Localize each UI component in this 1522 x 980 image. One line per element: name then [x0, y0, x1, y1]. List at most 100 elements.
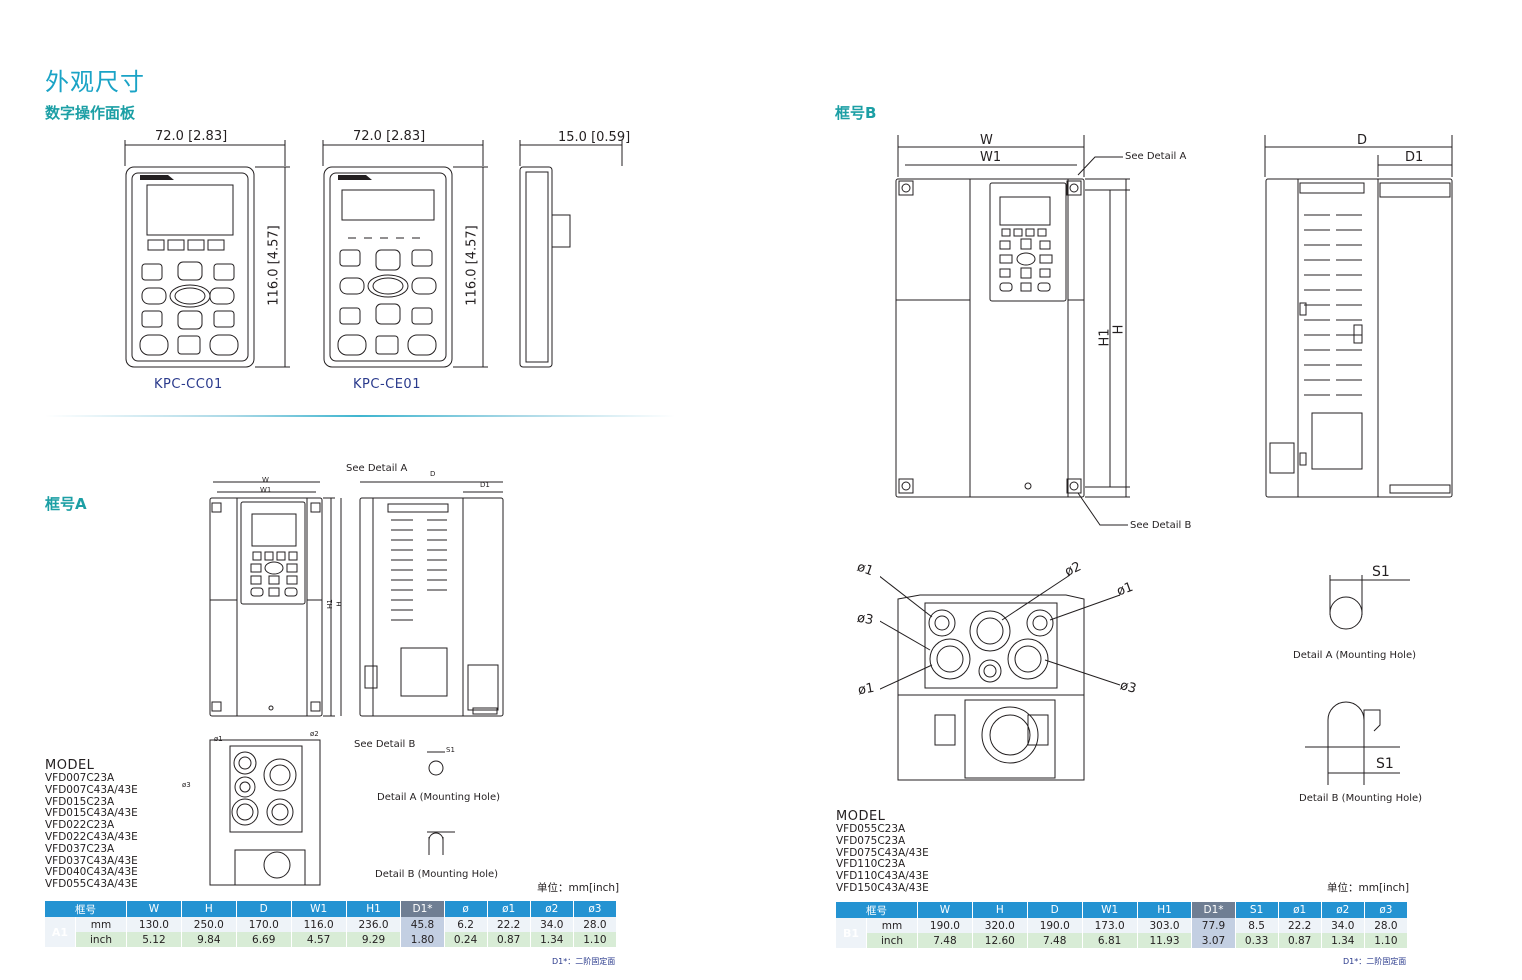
frame-a-heading: 框号A: [45, 495, 87, 513]
frame-a-w-label: W: [262, 476, 269, 484]
keypad-ce-height-dim: 116.0 [4.57]: [464, 225, 480, 306]
table-header: W1: [291, 901, 347, 917]
frame-a-see-detail-b: See Detail B: [354, 739, 416, 750]
table-cell: 1.80: [400, 932, 445, 947]
table-cell: 3.07: [1191, 933, 1236, 948]
frame-b-model-list: MODEL VFD055C23A VFD075C23A VFD075C43A/4…: [836, 809, 929, 895]
table-header: D1*: [1191, 902, 1236, 918]
table-cell: 1.34: [1321, 933, 1365, 948]
frame-a-d1-label: D1: [480, 481, 490, 489]
table-header: ø1: [487, 901, 531, 917]
list-item: VFD055C23A: [836, 823, 906, 835]
unit-cell: mm: [866, 918, 918, 933]
table-header: S1: [1235, 902, 1279, 918]
table-cell: 45.8: [400, 917, 445, 932]
list-item: VFD075C43A/43E: [836, 846, 929, 859]
list-item: VFD015C43A/43E: [45, 807, 138, 820]
table-cell: 11.93: [1137, 933, 1193, 948]
frame-a-detail-a-caption: Detail A (Mounting Hole): [377, 792, 501, 803]
frame-b-h-label: H: [1111, 324, 1127, 335]
list-item: VFD007C43A/43E: [45, 783, 138, 796]
table-cell: 303.0: [1137, 918, 1193, 933]
frame-b-see-detail-b: See Detail B: [1130, 520, 1192, 531]
frame-cell: B1: [836, 918, 867, 948]
table-header: ø2: [1321, 902, 1365, 918]
table-cell: 34.0: [530, 917, 574, 932]
table-header: ø1: [1278, 902, 1322, 918]
table-header: D1*: [400, 901, 445, 917]
table-cell: 12.60: [972, 933, 1028, 948]
frame-a-spec-table: 框号 W H D W1 H1 D1* ø ø1 ø2 ø3 A1 mm 130.…: [45, 901, 618, 947]
table-cell: 7.48: [1027, 933, 1083, 948]
table-cell: 6.2: [444, 917, 488, 932]
table-cell: 4.57: [291, 932, 347, 947]
frame-a-see-detail-a: See Detail A: [346, 463, 408, 474]
table-cell: 1.34: [530, 932, 574, 947]
list-item: VFD055C43A/43E: [45, 878, 138, 891]
table-cell: 190.0: [917, 918, 973, 933]
frame-a-drawings: [195, 470, 515, 890]
list-item: VFD037C23A: [45, 842, 115, 855]
unit-cell: inch: [866, 933, 918, 948]
table-cell: 0.87: [1278, 933, 1322, 948]
frame-b-d-label: D: [1357, 133, 1368, 148]
table-cell: 250.0: [181, 917, 237, 932]
table-cell: 0.87: [487, 932, 531, 947]
table-cell: 9.84: [181, 932, 237, 947]
table-cell: 320.0: [972, 918, 1028, 933]
frame-a-unit: 单位：mm[inch]: [537, 882, 620, 894]
list-item: VFD015C23A: [45, 795, 115, 808]
table-header: H: [972, 902, 1028, 918]
table-cell: 190.0: [1027, 918, 1083, 933]
unit-cell: mm: [75, 917, 127, 932]
table-cell: 28.0: [1364, 918, 1409, 933]
keypad-ce-width-dim: 72.0 [2.83]: [353, 129, 426, 144]
table-header: W: [917, 902, 973, 918]
keypad-cc-height-dim: 116.0 [4.57]: [266, 225, 282, 306]
frame-a-h-label: H: [335, 601, 344, 607]
frame-a-phi3-label: ø3: [182, 781, 191, 789]
frame-a-model-title: MODEL: [45, 758, 95, 773]
frame-b-model-title: MODEL: [836, 809, 886, 824]
table-header: H1: [346, 901, 402, 917]
frame-b-phi1-c: ø1: [856, 680, 876, 699]
table-header: D: [236, 901, 292, 917]
table-cell: 0.24: [444, 932, 488, 947]
frame-a-phi2-label: ø2: [310, 730, 319, 738]
table-cell: 130.0: [126, 917, 182, 932]
frame-a-detail-b-caption: Detail B (Mounting Hole): [375, 869, 499, 880]
table-cell: 173.0: [1082, 918, 1138, 933]
frame-b-unit: 单位：mm[inch]: [1327, 882, 1410, 894]
table-cell: 0.33: [1235, 933, 1279, 948]
list-item: VFD110C43A/43E: [836, 870, 929, 883]
table-cell: 1.10: [1364, 933, 1409, 948]
table-cell: 34.0: [1321, 918, 1365, 933]
frame-b-d1-note: D1*：二阶固定面: [1343, 957, 1407, 966]
table-header: H1: [1137, 902, 1193, 918]
list-item: VFD040C43A/43E: [45, 866, 138, 879]
table-header: W: [126, 901, 182, 917]
table-cell: 28.0: [573, 917, 618, 932]
frame-b-detail-b-caption: Detail B (Mounting Hole): [1299, 793, 1423, 804]
table-header: W1: [1082, 902, 1138, 918]
table-cell: 7.48: [917, 933, 973, 948]
keypad-drawings: [110, 130, 640, 380]
frame-a-s1-label: S1: [446, 746, 455, 754]
frame-cell: A1: [45, 917, 76, 947]
frame-a-h1-label: H1: [325, 599, 334, 609]
table-cell: 6.81: [1082, 933, 1138, 948]
keypad-cc-width-dim: 72.0 [2.83]: [155, 129, 228, 144]
table-cell: 8.5: [1235, 918, 1279, 933]
frame-b-spec-table: 框号 W H D W1 H1 D1* S1 ø1 ø2 ø3 B1 mm 190…: [836, 902, 1409, 948]
frame-a-model-list: MODEL VFD007C23A VFD007C43A/43E VFD015C2…: [45, 758, 138, 891]
table-cell: 116.0: [291, 917, 347, 932]
keypad-depth-dim: 15.0 [0.59]: [558, 130, 631, 145]
frame-b-detail-a-caption: Detail A (Mounting Hole): [1293, 650, 1417, 661]
table-cell: 22.2: [1278, 918, 1322, 933]
list-item: VFD110C23A: [836, 858, 906, 871]
frame-b-see-detail-a: See Detail A: [1125, 151, 1187, 162]
keypad-heading: 数字操作面板: [45, 104, 136, 122]
table-header: 框号: [836, 902, 918, 918]
list-item: VFD037C43A/43E: [45, 854, 138, 867]
table-header: ø3: [1364, 902, 1409, 918]
